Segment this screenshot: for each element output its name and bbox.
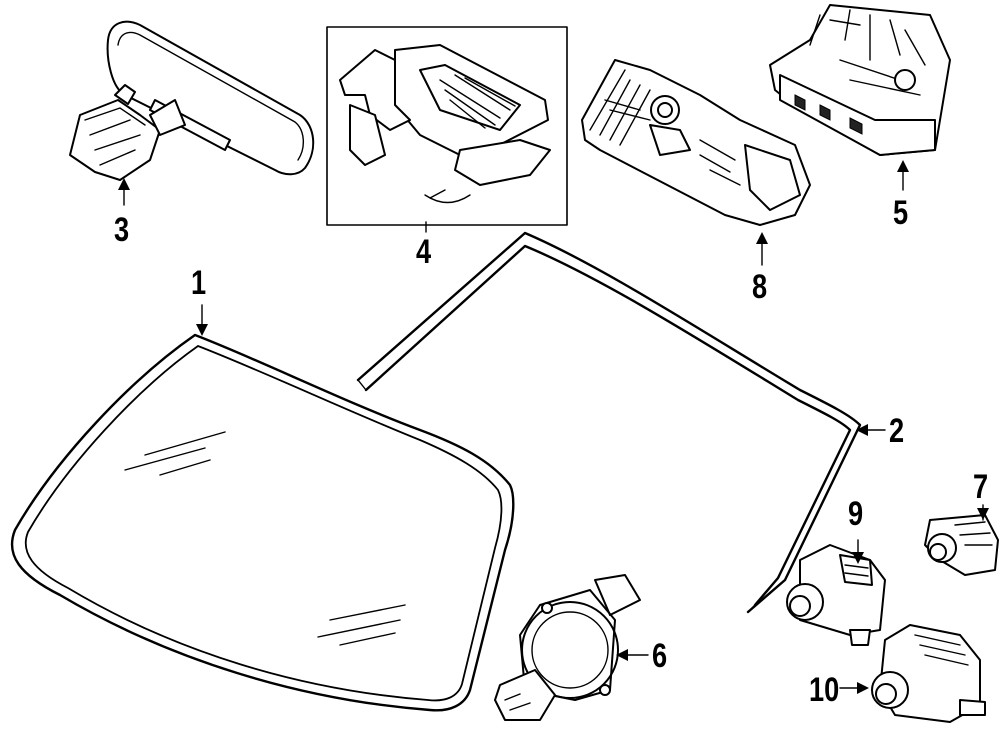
part-6-rain-sensor [494, 574, 641, 721]
callout-6: 6 [652, 637, 668, 675]
part-4-cover-assembly [326, 26, 568, 226]
callout-4: 4 [416, 233, 432, 271]
part-1-windshield [10, 333, 515, 712]
part-8-bracket [581, 59, 811, 226]
part-5-housing [769, 4, 951, 156]
part-10-sensor [871, 624, 986, 723]
part-2-molding [356, 231, 862, 614]
part-3-mirror [69, 20, 315, 181]
callout-1: 1 [191, 264, 207, 302]
callout-2: 2 [889, 412, 905, 450]
leader-lines [118, 160, 989, 694]
callout-10: 10 [809, 671, 840, 709]
callout-5: 5 [893, 194, 909, 232]
callout-7: 7 [973, 468, 989, 506]
callout-9: 9 [848, 495, 864, 533]
callout-8: 8 [752, 268, 768, 306]
part-9-sensor [786, 544, 886, 646]
part-7-sensor [924, 514, 999, 576]
callout-3: 3 [114, 211, 130, 249]
